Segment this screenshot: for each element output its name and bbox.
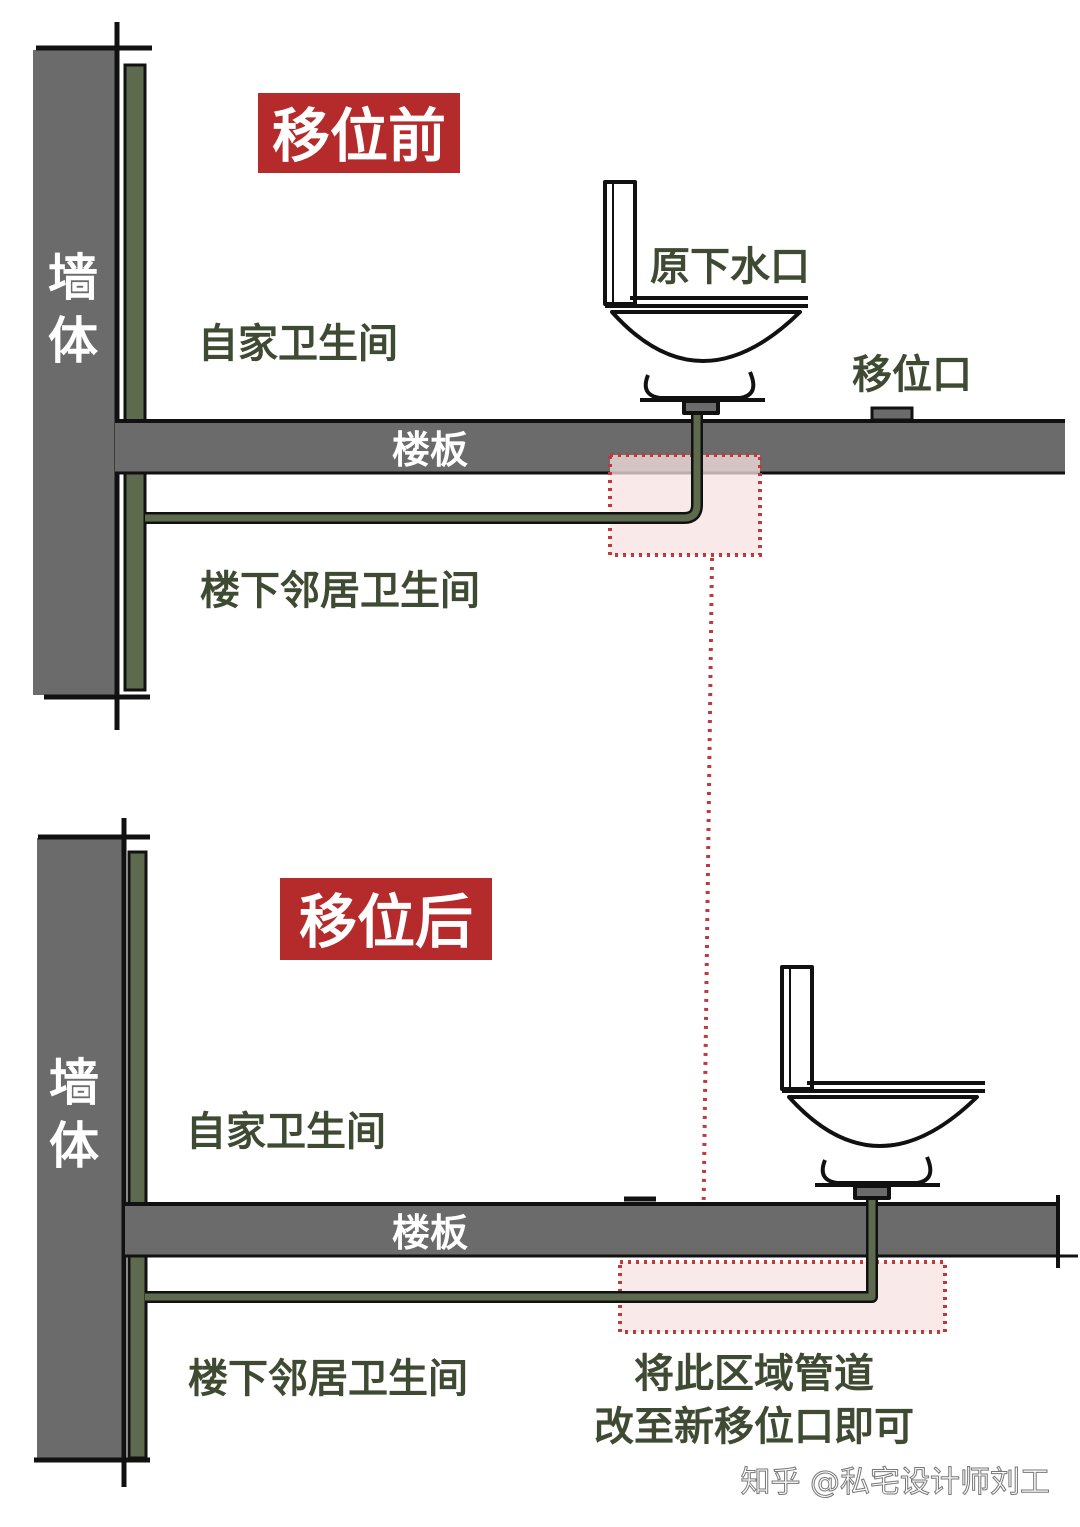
bottom-wall-label-1: 墙 (49, 1054, 99, 1112)
bottom-stack-pipe (127, 850, 148, 1460)
top-title: 移位前 (272, 102, 446, 170)
top-floor-slab (115, 421, 1065, 473)
top-neighbor-bathroom-label: 楼下邻居卫生间 (200, 568, 480, 614)
bottom-toilet-icon (780, 965, 985, 1200)
top-highlight-area (608, 453, 762, 557)
bottom-own-bathroom-label: 自家卫生间 (186, 1109, 386, 1155)
bottom-note-line-2: 改至新移位口即可 (594, 1404, 914, 1450)
top-title-badge (258, 93, 460, 173)
top-floor-slab-label: 楼板 (392, 428, 468, 472)
bottom-note-line-1: 将此区域管道 (634, 1351, 874, 1397)
bottom-neighbor-bathroom-label: 楼下邻居卫生间 (188, 1356, 468, 1402)
bottom-floor-slab (125, 1204, 1060, 1256)
watermark: 知乎 @私宅设计师刘工 (740, 1465, 1050, 1500)
bottom-wall-label-2: 体 (49, 1117, 99, 1175)
bottom-floor-slab-label: 楼板 (392, 1211, 468, 1255)
bottom-title: 移位后 (299, 888, 473, 956)
bottom-panel: 墙 体 移位后 楼板 自家卫生间 楼下邻居卫生间 将此区域管道 (34, 818, 1078, 1487)
top-wall (33, 50, 115, 695)
top-own-bathroom-label: 自家卫生间 (198, 321, 398, 367)
bottom-title-badge (280, 878, 492, 960)
bottom-wall (37, 838, 125, 1460)
top-wall-label-1: 墙 (48, 249, 98, 307)
top-original-drain-label: 原下水口 (650, 244, 810, 290)
top-toilet-icon (603, 180, 808, 415)
connector-dotted-line (701, 557, 714, 1253)
top-relocated-outlet-label: 移位口 (852, 352, 972, 398)
top-panel: 墙 体 移位前 楼板 原下水口 移位口 自家卫生间 楼下邻 (33, 22, 1065, 730)
top-stack-pipe (123, 63, 147, 692)
top-relocated-outlet-marker (870, 406, 914, 422)
top-wall-label-2: 体 (48, 312, 98, 370)
